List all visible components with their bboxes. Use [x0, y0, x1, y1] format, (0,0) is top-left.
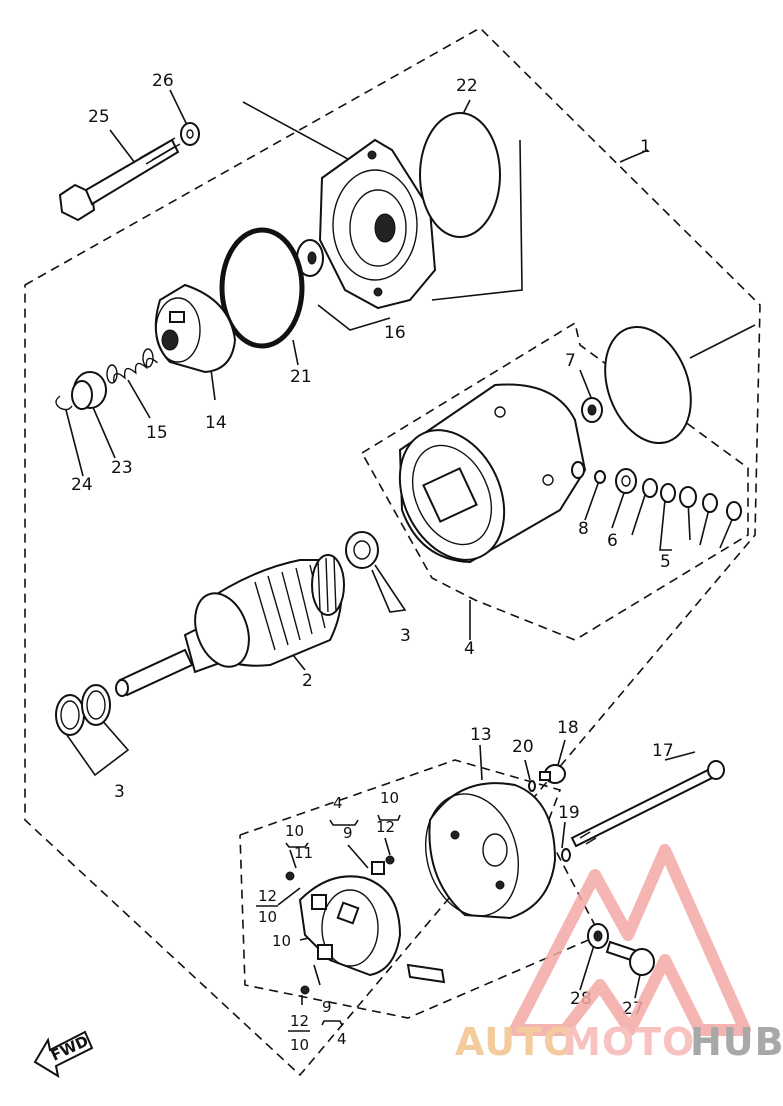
callout-13: 13 — [470, 725, 492, 745]
fwd-arrow-icon: FWD — [33, 1030, 94, 1079]
callout-21: 21 — [290, 367, 312, 387]
callout-16: 16 — [384, 323, 406, 343]
washer-set-5 — [642, 478, 742, 521]
spring-15 — [106, 348, 158, 384]
callout-10-right: 10 — [380, 789, 399, 807]
nut-7 — [581, 397, 603, 423]
callout-10-top: 10 — [285, 822, 304, 840]
callout-labels: 1 25 26 22 16 21 14 15 23 24 7 8 6 5 3 4… — [71, 71, 674, 1054]
gasket-upper-right — [604, 325, 692, 445]
callout-15: 15 — [146, 423, 168, 443]
callout-2: 2 — [302, 671, 313, 691]
callout-24: 24 — [71, 475, 93, 495]
callout-1: 1 — [640, 137, 651, 157]
callout-25: 25 — [88, 107, 110, 127]
insulator-6 — [615, 468, 637, 494]
washers-3-lower — [55, 684, 111, 736]
washer-26 — [180, 122, 200, 146]
long-bolt-25 — [58, 137, 181, 222]
washer-small — [296, 239, 324, 277]
callout-12-left: 12 — [258, 887, 277, 905]
callout-4-upper: 4 — [333, 794, 343, 812]
callout-18: 18 — [557, 718, 579, 738]
assembly-boundary — [24, 27, 761, 1077]
callout-20: 20 — [512, 737, 534, 757]
gasket-22 — [419, 112, 501, 238]
callout-4-housing: 4 — [464, 639, 475, 659]
callout-10-mid: 10 — [272, 932, 291, 950]
callout-22: 22 — [456, 76, 478, 96]
callout-14: 14 — [205, 413, 227, 433]
watermark-logo: AUTO MOTO HUB — [455, 844, 783, 1064]
bolt-27 — [605, 940, 655, 976]
callout-17: 17 — [652, 741, 674, 761]
callout-12-lower: 12 — [290, 1012, 309, 1030]
callout-23: 23 — [111, 458, 133, 478]
callout-9-upper: 9 — [343, 824, 353, 842]
yoke-housing-4 — [398, 383, 587, 564]
washer-28 — [587, 923, 609, 949]
bearing-3-upper — [345, 531, 379, 569]
screw-18 — [539, 764, 566, 784]
callout-11: 11 — [294, 844, 313, 862]
callout-4-lower: 4 — [337, 1030, 347, 1048]
o-ring-8 — [594, 470, 606, 484]
brush-holder-plate — [285, 855, 446, 995]
callout-10-lower: 10 — [290, 1036, 309, 1054]
clutch-14 — [154, 283, 237, 374]
watermark-text-moto: MOTO — [563, 1020, 695, 1064]
callout-3-lower: 3 — [114, 782, 125, 802]
collar-23 — [71, 371, 107, 410]
callout-19: 19 — [558, 803, 580, 823]
o-ring-21 — [219, 227, 305, 349]
watermark-text-hub: HUB — [690, 1020, 783, 1064]
front-cover-16 — [318, 138, 437, 310]
callout-8: 8 — [578, 519, 589, 539]
washer-19 — [561, 848, 571, 862]
callout-9-lower: 9 — [322, 998, 332, 1016]
circlip-24 — [55, 395, 73, 411]
callout-3-upper: 3 — [400, 626, 411, 646]
callout-12-right: 12 — [376, 818, 395, 836]
watermark-text-auto: AUTO — [455, 1020, 576, 1064]
callout-7: 7 — [565, 351, 576, 371]
callout-5: 5 — [660, 552, 671, 572]
callout-10-left: 10 — [258, 908, 277, 926]
through-bolt-17 — [570, 760, 725, 848]
callout-26: 26 — [152, 71, 174, 91]
armature-2 — [115, 554, 345, 697]
callout-6: 6 — [607, 531, 618, 551]
rear-cover-13 — [424, 782, 557, 920]
o-ring-20 — [528, 780, 536, 792]
